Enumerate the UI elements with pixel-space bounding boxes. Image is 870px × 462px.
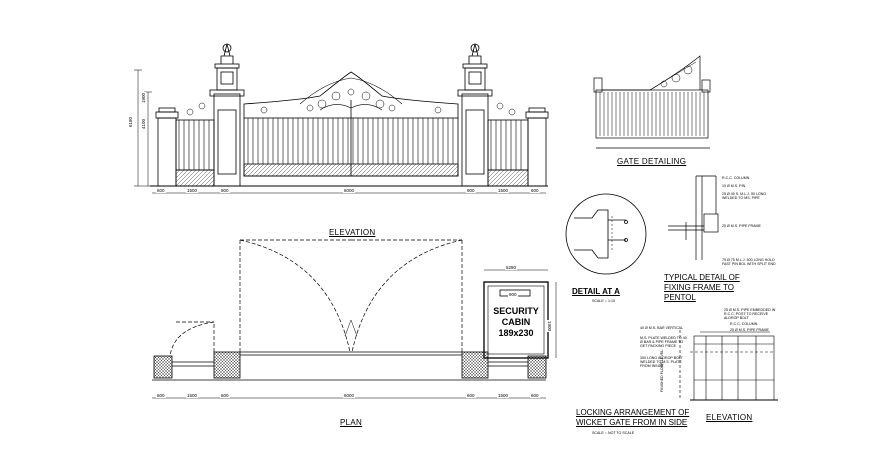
locking-note-0: 40 Ø M.S. BAR VERTICAL (640, 326, 684, 330)
locking-note-3: 25 Ø M.S. PIPE EMBEDDED IN R.C.C. POST T… (724, 308, 776, 320)
plan-dim-1: 1500 (186, 393, 199, 398)
elevation-dimensions (134, 69, 546, 194)
dim-height-pillar: 4100 (141, 117, 146, 130)
detail-a-scale: SCALE :- 1:10 (592, 299, 615, 303)
typical-note-3: 25 Ø M.S. PIPE FRAME (722, 224, 761, 228)
dim-bottom-2: 900 (220, 188, 230, 193)
cabin-side-dim: 1900 (547, 320, 552, 333)
dim-bottom-5: 1500 (497, 188, 510, 193)
locking-elevation-title: ELEVATION (706, 413, 753, 422)
gate-elevation (150, 43, 549, 187)
locking-scale: SCALE :- NOT TO SCALE (592, 431, 635, 435)
elevation-title: ELEVATION (329, 228, 376, 237)
cabin-line-1: SECURITY (493, 306, 539, 316)
locking-title: LOCKING ARRANGEMENT OF WICKET GATE FROM … (576, 408, 690, 427)
locking-arrangement (679, 330, 778, 401)
dim-bottom-3: 6000 (343, 188, 356, 193)
locking-note-5: 25 Ø M.S. PIPE FRAME (730, 328, 769, 332)
cabin-line-2: CABIN (501, 317, 531, 327)
plan-dimensions (152, 269, 557, 399)
gate-detailing (593, 55, 711, 149)
plan-dim-2: 600 (220, 393, 230, 398)
plan-dim-0: 600 (156, 393, 166, 398)
dim-bottom-6: 600 (530, 188, 540, 193)
gate-detailing-bars (599, 92, 705, 136)
typical-note-1: 10 Ø M.S. PIN (722, 184, 746, 188)
detail-a-title: DETAIL AT A (572, 287, 620, 296)
pillar-hatching (175, 163, 529, 187)
typical-note-0: R.C.C. COLUMN (722, 176, 750, 180)
gate-plan (152, 239, 549, 381)
dim-bottom-4: 900 (466, 188, 476, 193)
dim-bottom-1: 1500 (186, 188, 199, 193)
security-cabin-label: SECURITY CABIN 189x230 (488, 306, 544, 339)
dim-height-total: 6180 (128, 115, 133, 128)
plan-dim-4: 600 (466, 393, 476, 398)
locking-note-4: R.C.C. COLUMN (730, 322, 758, 326)
locking-note-2: 300 LONG ALDROP BOLT WELDED TO M.S. PLAT… (640, 356, 683, 368)
plan-dim-3: 6000 (343, 393, 356, 398)
dim-bottom-0: 600 (156, 188, 166, 193)
locking-note-6: FINISHED FLOOR LEVEL (660, 349, 664, 392)
cabin-inner-dim: 900 (508, 292, 518, 297)
typical-fixing-detail (668, 175, 719, 260)
plan-pillar-hatching (153, 351, 547, 379)
cabin-line-3: 189x230 (498, 328, 534, 338)
cabin-width-dim: 5280 (505, 265, 518, 270)
plan-dim-5: 1500 (497, 393, 510, 398)
locking-note-1: M.S. PLATE WELDED TO 40 Ø BAR & PIPE FRA… (640, 336, 687, 348)
typical-detail-title: TYPICAL DETAIL OF FIXING FRAME TO PENTOL (664, 273, 740, 302)
gate-bars (178, 118, 522, 170)
detail-a (565, 193, 647, 275)
gate-detailing-title: GATE DETAILING (617, 157, 687, 166)
plan-title: PLAN (340, 418, 363, 427)
typical-note-2: 25 Ø 40 S. M.L.J. 50 LONG WELDED TO MS. … (722, 192, 767, 200)
dim-height-fence: 1900 (141, 91, 146, 104)
typical-note-4: 75 Ø 75 M.L.J. 500 LONG HOLD FAST PIN BO… (722, 258, 776, 266)
plan-dim-6: 600 (530, 393, 540, 398)
